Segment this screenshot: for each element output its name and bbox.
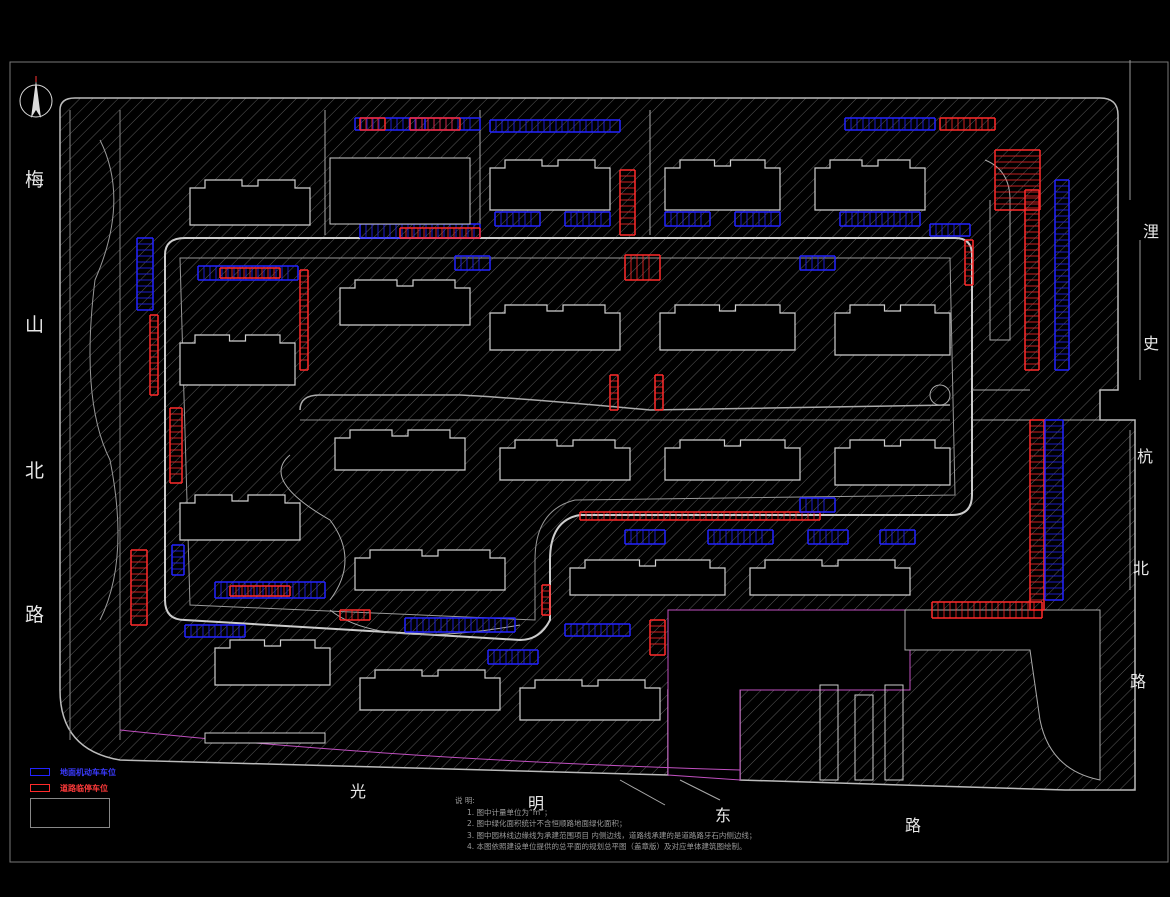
building bbox=[814, 159, 926, 211]
building bbox=[189, 179, 311, 226]
road-label-east-1: 浬 bbox=[1143, 222, 1160, 241]
legend-label: 地面机动车车位 bbox=[60, 767, 116, 777]
parking-red bbox=[649, 619, 666, 656]
parking-red bbox=[964, 239, 974, 286]
building bbox=[659, 304, 796, 351]
legend-item-red: 道路临停车位 bbox=[30, 780, 116, 796]
building bbox=[489, 159, 611, 211]
parking-blue bbox=[707, 529, 774, 545]
legend-swatch-blue bbox=[30, 768, 50, 776]
parking-spaces bbox=[130, 117, 1070, 665]
road-label-south-3: 东 bbox=[715, 806, 732, 825]
note-item: 2. 图中绿化面积统计不含恒顺路地面绿化面积； bbox=[467, 819, 627, 828]
parking-blue bbox=[354, 117, 426, 131]
parking-red bbox=[654, 374, 664, 411]
building bbox=[569, 559, 726, 596]
road-label-south-2: 明 bbox=[528, 794, 545, 813]
buildings bbox=[179, 159, 951, 721]
parking-red bbox=[299, 269, 309, 371]
note-item: 3. 图中园林线边缘线为承建范围项目 内侧边线，道路线承建的是道路路牙石内侧边线… bbox=[467, 830, 757, 840]
building bbox=[519, 679, 661, 721]
parking-blue bbox=[807, 529, 849, 545]
building bbox=[834, 439, 951, 486]
building bbox=[179, 334, 296, 386]
parking-red bbox=[359, 117, 386, 131]
parking-red bbox=[619, 169, 636, 236]
parking-red bbox=[1029, 419, 1045, 611]
building bbox=[489, 304, 621, 351]
parking-red bbox=[409, 117, 461, 131]
building bbox=[339, 279, 471, 326]
legend-table bbox=[30, 798, 110, 828]
parking-red bbox=[609, 374, 619, 411]
road-label-south-1: 光 bbox=[350, 782, 367, 801]
parking-red bbox=[169, 407, 183, 484]
building bbox=[749, 559, 911, 596]
parking-blue bbox=[1054, 179, 1070, 371]
parking-blue bbox=[404, 617, 516, 633]
building bbox=[834, 304, 951, 356]
parking-red bbox=[339, 609, 371, 621]
road-label-west-2: 山 bbox=[25, 314, 45, 336]
drawing-frame bbox=[9, 61, 1169, 863]
building bbox=[179, 494, 301, 541]
notes-title: 说 明: bbox=[455, 796, 475, 805]
parking-red bbox=[541, 584, 551, 616]
parking-red bbox=[624, 254, 661, 281]
building bbox=[664, 159, 781, 211]
road-label-south-4: 路 bbox=[905, 816, 922, 835]
north-arrow-icon bbox=[19, 76, 53, 118]
parking-red bbox=[939, 117, 996, 131]
road-label-west-1: 梅 bbox=[25, 169, 45, 191]
parking-blue bbox=[879, 529, 916, 545]
parking-blue bbox=[454, 255, 491, 271]
parking-blue bbox=[197, 265, 299, 281]
parking-blue bbox=[494, 211, 541, 227]
parking-blue bbox=[564, 623, 631, 637]
building bbox=[359, 669, 501, 711]
road-label-east-4: 北 bbox=[1133, 559, 1150, 578]
building bbox=[334, 429, 466, 471]
legend-label: 道路临停车位 bbox=[60, 783, 108, 793]
parking-blue bbox=[799, 497, 836, 513]
legend: 地面机动车车位 道路临停车位 bbox=[30, 764, 116, 828]
parking-blue bbox=[799, 255, 836, 271]
parking-blue bbox=[489, 119, 621, 133]
notes: 说 明: 1. 图中计量单位为“m”； 2. 图中绿化面积统计不含恒顺路地面绿化… bbox=[455, 795, 756, 853]
note-item: 4. 本图依照建设单位提供的总平面的规划总平图（盖章版）及对应单体建筑图绘制。 bbox=[467, 842, 747, 851]
road-label-west-3: 北 bbox=[25, 460, 45, 482]
parking-blue bbox=[487, 649, 539, 665]
road-label-east-2: 史 bbox=[1143, 334, 1160, 353]
parking-blue bbox=[734, 211, 781, 227]
legend-swatch-red bbox=[30, 784, 50, 792]
road-label-west-4: 路 bbox=[25, 604, 45, 626]
parking-blue bbox=[844, 117, 936, 131]
note-item: 1. 图中计量单位为“m”； bbox=[467, 807, 552, 817]
road-label-east-3: 杭 bbox=[1137, 447, 1154, 466]
parking-blue bbox=[839, 211, 921, 227]
legend-item-blue: 地面机动车车位 bbox=[30, 764, 116, 780]
parking-red bbox=[931, 601, 1043, 619]
parking-blue bbox=[171, 544, 185, 576]
parking-blue bbox=[929, 223, 971, 237]
parking-red bbox=[399, 227, 481, 239]
building bbox=[499, 439, 631, 481]
parking-blue bbox=[624, 529, 666, 545]
building bbox=[354, 549, 506, 591]
road-label-east-5: 路 bbox=[1130, 672, 1147, 691]
building bbox=[214, 639, 331, 686]
parking-blue bbox=[214, 581, 326, 599]
parking-blue bbox=[664, 211, 711, 227]
parking-red bbox=[130, 549, 148, 626]
parking-blue bbox=[564, 211, 611, 227]
parking-red bbox=[149, 314, 159, 396]
building bbox=[664, 439, 801, 481]
